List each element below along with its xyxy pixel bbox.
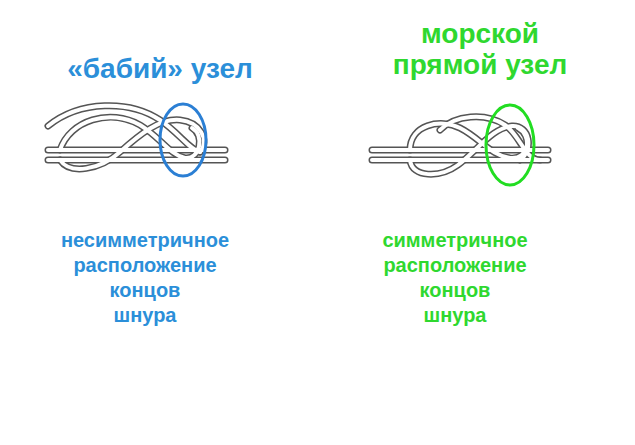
- highlight-ellipse: [486, 105, 534, 185]
- highlight-ellipse: [160, 104, 206, 176]
- knot-title: морской прямой узел: [378, 18, 583, 80]
- knot-description: симметричное расположение концов шнура: [320, 228, 590, 328]
- knot-description: несимметричное расположение концов шнура: [10, 228, 280, 328]
- knot-title: «бабий» узел: [10, 53, 310, 84]
